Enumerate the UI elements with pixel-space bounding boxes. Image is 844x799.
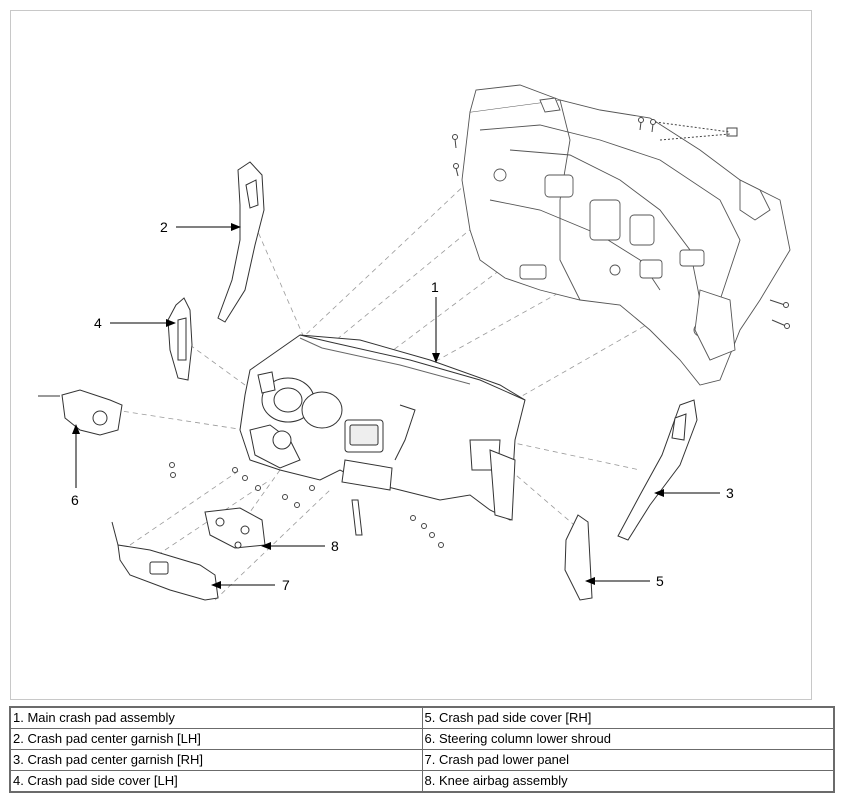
legend-item-1: 1. Main crash pad assembly bbox=[9, 706, 423, 729]
side-cover-rh bbox=[564, 514, 593, 601]
legend-item-7: 7. Crash pad lower panel bbox=[421, 749, 835, 771]
knee-airbag-assembly bbox=[204, 507, 266, 549]
crash-pad-screws bbox=[169, 462, 444, 548]
mounting-bolts bbox=[452, 117, 790, 329]
vehicle-body-frame bbox=[461, 84, 791, 386]
legend-item-6: 6. Steering column lower shroud bbox=[421, 728, 835, 750]
legend-item-8: 8. Knee airbag assembly bbox=[421, 770, 835, 793]
callout-5: 5 bbox=[656, 573, 664, 589]
parts-legend-table: 1. Main crash pad assembly 5. Crash pad … bbox=[9, 706, 835, 793]
legend-row: 1. Main crash pad assembly 5. Crash pad … bbox=[9, 706, 835, 729]
steering-column-shroud bbox=[38, 389, 123, 436]
legend-row: 3. Crash pad center garnish [RH] 7. Cras… bbox=[9, 749, 835, 771]
main-crash-pad-assembly bbox=[239, 334, 526, 536]
legend-row: 4. Crash pad side cover [LH] 8. Knee air… bbox=[9, 770, 835, 793]
callout-3: 3 bbox=[726, 485, 734, 501]
legend-item-5: 5. Crash pad side cover [RH] bbox=[421, 706, 835, 729]
legend-item-2: 2. Crash pad center garnish [LH] bbox=[9, 728, 423, 750]
callout-1: 1 bbox=[431, 279, 439, 295]
legend-item-3: 3. Crash pad center garnish [RH] bbox=[9, 749, 423, 771]
callout-4: 4 bbox=[94, 315, 102, 331]
callout-7: 7 bbox=[282, 577, 290, 593]
exploded-view-diagram: 1 2 3 4 5 6 7 8 bbox=[38, 84, 791, 601]
crash-pad-lower-panel bbox=[111, 521, 219, 601]
side-cover-lh bbox=[167, 297, 193, 381]
callout-2: 2 bbox=[160, 219, 168, 235]
legend-item-4: 4. Crash pad side cover [LH] bbox=[9, 770, 423, 793]
callout-6: 6 bbox=[71, 492, 79, 508]
callout-8: 8 bbox=[331, 538, 339, 554]
center-garnish-lh bbox=[217, 161, 265, 323]
callout-leaders bbox=[72, 223, 720, 589]
center-garnish-rh bbox=[617, 399, 698, 541]
legend-row: 2. Crash pad center garnish [LH] 6. Stee… bbox=[9, 728, 835, 750]
